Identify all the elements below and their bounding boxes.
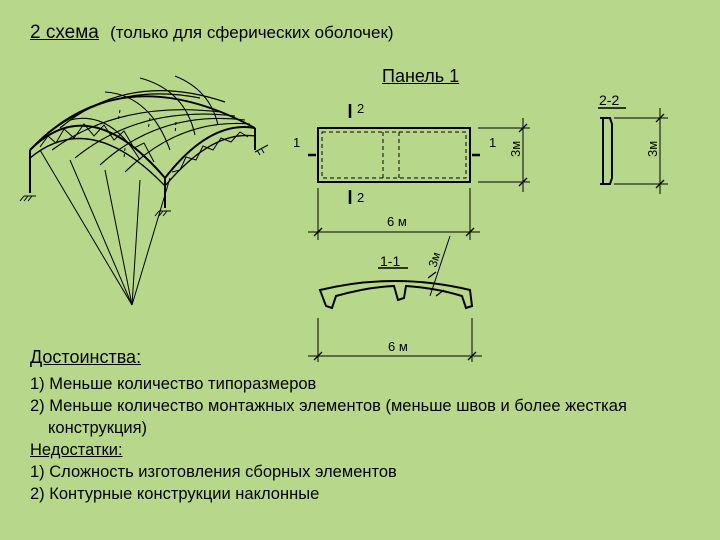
dimension-tick (435, 289, 445, 297)
section-1-1-label: 1-1 (380, 253, 400, 269)
dimension-tick (313, 227, 323, 237)
plan-height-label: 3м (508, 141, 523, 157)
list-item: 1) Меньше количество типоразмеров (30, 375, 317, 393)
dome-rib (174, 75, 219, 126)
panel-rib-outline (321, 131, 467, 179)
dome-rib (124, 122, 251, 173)
dome-rib (59, 90, 226, 129)
dimension-tick (655, 179, 665, 189)
scheme-subtitle: (только для сферических оболочек) (110, 23, 394, 42)
section-1-1 (308, 235, 482, 362)
section-width-label: 6 м (388, 339, 408, 354)
truss-web (171, 131, 249, 173)
support-hatch (254, 144, 269, 156)
hidden-line (117, 109, 177, 159)
advantages-list: 1) Меньше количество типоразмеров 2) Мен… (30, 373, 627, 505)
dome-rib (39, 93, 201, 141)
dimension-tick (465, 227, 475, 237)
dimension-tick (518, 177, 528, 187)
front-arch (29, 124, 166, 179)
width-dimension-label: 6 м (387, 214, 407, 229)
support-hatch (154, 210, 171, 217)
list-item: конструкция) (48, 419, 148, 437)
front-arch-chord (29, 137, 166, 187)
list-item: 1) Сложность изготовления сборных элемен… (30, 463, 397, 481)
slide-title: 2 схема (только для сферических оболочек… (30, 22, 394, 44)
dimension-tick (427, 271, 437, 279)
section-2-label: 2 (357, 101, 364, 116)
section-depth-label: 3м (426, 250, 444, 269)
panel-label: Панель 1 (382, 66, 460, 86)
panel-plan (308, 104, 530, 240)
panel-outline (317, 127, 471, 183)
section-1-label: 1 (293, 135, 300, 150)
projection-line (69, 159, 133, 306)
dome-rib (104, 91, 171, 151)
dimension-tick (518, 123, 528, 133)
section-2-label: 2 (357, 190, 364, 205)
dimension-tick (313, 351, 323, 361)
list-item: 2) Контурные конструкции наклонные (30, 485, 320, 503)
truss-web (39, 123, 155, 163)
projection-line (131, 179, 141, 306)
section-profile (318, 280, 474, 310)
support-hatch (19, 195, 36, 202)
dome-rib (69, 117, 141, 161)
projection-line (131, 177, 171, 306)
dome-rib (99, 117, 246, 166)
section-2-2 (598, 107, 668, 194)
projection-line (104, 169, 133, 306)
dome-sketch (19, 75, 269, 306)
dome-rib (74, 113, 236, 159)
section-profile (602, 117, 613, 185)
dome-rib (139, 77, 196, 136)
side-arch (164, 126, 256, 179)
advantages-heading: Достоинства: (30, 347, 142, 367)
dimension-tick (467, 351, 477, 361)
section-height-label: 3м (645, 141, 660, 157)
projection-line (39, 149, 133, 306)
section-2-2-label: 2-2 (599, 92, 619, 108)
dimension-line (429, 235, 451, 297)
section-1-label: 1 (489, 135, 496, 150)
list-item: 2) Меньше количество монтажных элементов… (30, 397, 627, 415)
scheme-title: 2 схема (30, 22, 99, 43)
disadvantages-heading: Недостатки: (30, 441, 123, 459)
dome-rib (51, 109, 221, 151)
dimension-tick (655, 113, 665, 123)
